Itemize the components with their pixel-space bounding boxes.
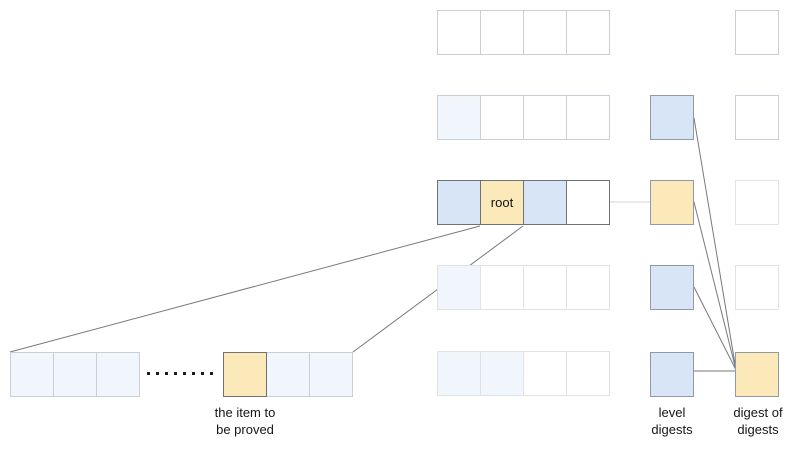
root-row-cell-4	[566, 180, 610, 225]
level-digests-label: level digests	[651, 404, 692, 438]
leaf-row-item-cell-1	[223, 352, 267, 397]
tree-row-1-cell-4	[566, 10, 610, 55]
digest-column-box-4	[735, 265, 779, 310]
digest-of-digests-label: digest of digests	[733, 404, 782, 438]
tree-row-4-cell-4	[566, 265, 610, 310]
item-label-line1: the item to	[214, 405, 276, 420]
level-digest-box-2	[650, 180, 694, 225]
connector-line	[693, 117, 737, 371]
tree-row-1-cell-2	[480, 10, 524, 55]
item-label-line2: be proved	[216, 422, 274, 437]
ellipsis-dot	[174, 372, 177, 375]
tree-row-1-cell-1	[437, 10, 481, 55]
dod-label-line1: digest of	[733, 405, 783, 420]
leaf-row-item-cell-2	[266, 352, 310, 397]
digest-column-box-2	[735, 95, 779, 140]
tree-row-5-cell-3	[523, 351, 567, 396]
root-row-cell-2	[480, 180, 524, 225]
tree-row-5-cell-2	[480, 351, 524, 396]
tree-row-5-cell-4	[566, 351, 610, 396]
digest-column-box-3	[735, 180, 779, 225]
tree-row-4-cell-1	[437, 265, 481, 310]
connector-line	[693, 286, 737, 371]
tree-row-2-cell-1	[437, 95, 481, 140]
leaf-row-left-cell-2	[53, 352, 97, 397]
tree-row-1-cell-3	[523, 10, 567, 55]
dod-label-line2: digests	[737, 422, 779, 437]
ellipsis-dot	[192, 372, 195, 375]
tree-row-4-cell-3	[523, 265, 567, 310]
leaf-row-left-cell-3	[96, 352, 140, 397]
tree-row-4-cell-2	[480, 265, 524, 310]
leaf-row-left-cell-1	[10, 352, 54, 397]
ellipsis-dot	[183, 372, 186, 375]
ellipsis-dot	[147, 372, 150, 375]
ellipsis-dot	[201, 372, 204, 375]
tree-row-2-cell-3	[523, 95, 567, 140]
root-row-cell-3	[523, 180, 567, 225]
tree-row-2-cell-4	[566, 95, 610, 140]
digest-of-digests-box	[735, 352, 779, 397]
ellipsis-dot	[210, 372, 213, 375]
level-digest-box-1	[650, 95, 694, 140]
ellipsis-dot	[165, 372, 168, 375]
leaf-row-item-cell-3	[309, 352, 353, 397]
level-digest-box-4	[650, 352, 694, 397]
connector-line	[9, 225, 481, 353]
item-to-be-proved-label: the item to be proved	[215, 404, 276, 438]
level-label-line2: digests	[651, 422, 693, 437]
ellipsis-dot	[156, 372, 159, 375]
level-label-line1: level	[658, 405, 686, 420]
connector-line	[693, 201, 737, 371]
root-row-cell-1	[437, 180, 481, 225]
tree-row-5-cell-1	[437, 351, 481, 396]
digest-column-box-1	[735, 10, 779, 55]
tree-row-2-cell-2	[480, 95, 524, 140]
level-digest-box-3	[650, 265, 694, 310]
